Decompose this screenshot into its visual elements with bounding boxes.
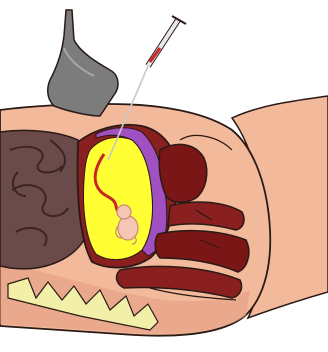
bladder: [159, 144, 207, 202]
ultrasound-probe: [48, 10, 118, 116]
amniotic-fluid: [84, 137, 153, 259]
bowel: [0, 130, 86, 268]
syringe: [148, 16, 186, 66]
